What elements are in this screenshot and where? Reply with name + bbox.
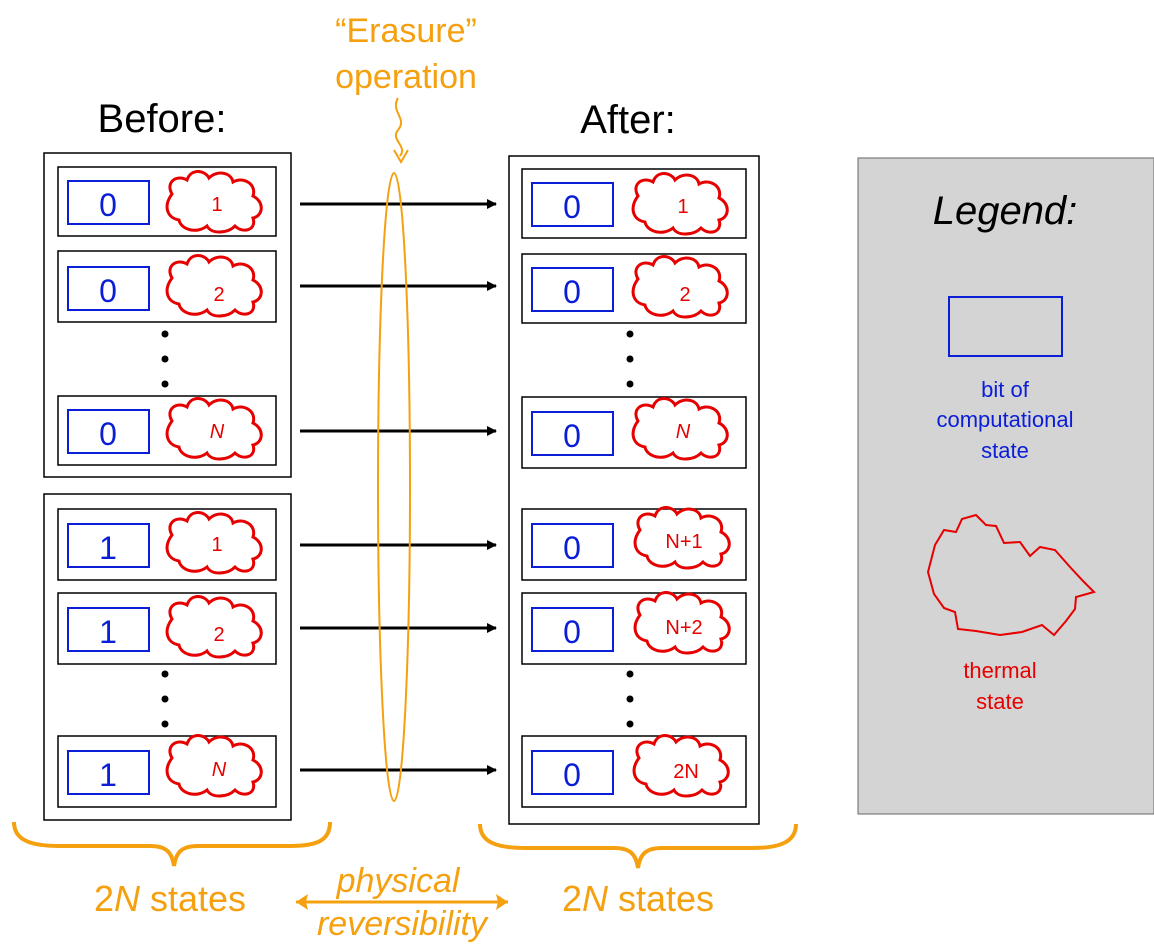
thermal-label: 1 xyxy=(677,196,688,218)
bit-box xyxy=(67,266,150,311)
legend-bit-box xyxy=(948,296,1063,357)
bit-box xyxy=(531,523,614,568)
legend-bit-label-1: bit of xyxy=(981,377,1030,402)
bit-box xyxy=(67,180,150,225)
after-row-2: 0 N xyxy=(521,396,747,469)
before-row-0: 0 1 xyxy=(57,166,277,237)
before-brace xyxy=(12,821,332,867)
reversibility-label-line1: physical xyxy=(336,862,461,900)
after-row-0: 0 1 xyxy=(521,168,747,239)
bit-value: 0 xyxy=(563,418,581,454)
bit-value: 0 xyxy=(99,273,117,309)
bit-box xyxy=(531,750,614,795)
erasure-title-line2: operation xyxy=(335,58,477,96)
after-row-3: 0 N+1 xyxy=(521,506,747,581)
bit-box xyxy=(531,607,614,652)
thermal-label: 2 xyxy=(213,284,224,306)
legend-thermal-label-2: state xyxy=(976,689,1024,714)
bit-box xyxy=(67,409,150,454)
after-ellipsis-top xyxy=(626,330,634,388)
after-states-label: 2N states xyxy=(562,878,714,919)
reversibility-label-line2: reversibility xyxy=(317,905,489,943)
bit-value: 1 xyxy=(99,530,117,566)
after-brace xyxy=(478,823,798,869)
before-title: Before: xyxy=(98,97,227,141)
bit-value: 0 xyxy=(563,274,581,310)
bit-value: 1 xyxy=(99,614,117,650)
before-row-2: 0 N xyxy=(57,395,277,466)
bit-box xyxy=(67,750,150,795)
bit-value: 0 xyxy=(563,189,581,225)
legend-bit-label-2: computational xyxy=(937,407,1074,432)
before-row-1: 0 2 xyxy=(57,250,277,323)
legend-bit-label-3: state xyxy=(981,438,1029,463)
bit-value: 0 xyxy=(99,187,117,223)
after-row-4: 0 N+2 xyxy=(521,591,747,665)
after-row-1: 0 2 xyxy=(521,253,747,324)
after-row-5: 0 2N xyxy=(521,734,747,808)
thermal-label: N+2 xyxy=(665,617,702,639)
before-row-5: 1 N xyxy=(57,734,277,808)
bit-box xyxy=(531,411,614,456)
thermal-label: N xyxy=(676,421,691,443)
before-ellipsis-top xyxy=(161,330,169,388)
erasure-pointer xyxy=(395,97,403,157)
bit-value: 0 xyxy=(563,614,581,650)
before-ellipsis-bottom xyxy=(161,670,169,728)
reversibility-arrow-left xyxy=(296,894,308,910)
thermal-label: 1 xyxy=(211,534,222,556)
after-ellipsis-bottom xyxy=(626,670,634,728)
thermal-label: N xyxy=(212,759,227,781)
before-row-3: 1 1 xyxy=(57,508,277,581)
after-group xyxy=(508,155,760,825)
before-group-0 xyxy=(43,152,292,478)
legend-thermal-icon xyxy=(926,513,1096,637)
after-title: After: xyxy=(580,98,676,142)
bit-box xyxy=(67,523,150,568)
bit-box xyxy=(531,182,614,227)
bit-box xyxy=(67,607,150,652)
arrows xyxy=(300,199,497,775)
legend-panel xyxy=(857,157,1154,815)
thermal-label: 2N xyxy=(673,761,699,783)
erasure-ellipse xyxy=(377,172,411,802)
bit-value: 0 xyxy=(563,757,581,793)
bit-value: 1 xyxy=(99,757,117,793)
erasure-title-line1: “Erasure” xyxy=(335,12,477,50)
before-group-1 xyxy=(43,493,292,821)
thermal-label: 1 xyxy=(211,194,222,216)
bit-value: 0 xyxy=(563,530,581,566)
legend-title: Legend: xyxy=(933,189,1078,233)
thermal-label: 2 xyxy=(679,284,690,306)
before-states-label: 2N states xyxy=(94,878,246,919)
reversibility-arrow-right xyxy=(496,894,508,910)
bit-value: 0 xyxy=(99,416,117,452)
thermal-label: 2 xyxy=(213,624,224,646)
thermal-label: N xyxy=(210,421,225,443)
erasure-pointer-head xyxy=(393,149,409,164)
before-row-4: 1 2 xyxy=(57,592,277,665)
thermal-label: N+1 xyxy=(665,531,702,553)
bit-box xyxy=(531,267,614,312)
legend-thermal-label-1: thermal xyxy=(963,658,1036,683)
